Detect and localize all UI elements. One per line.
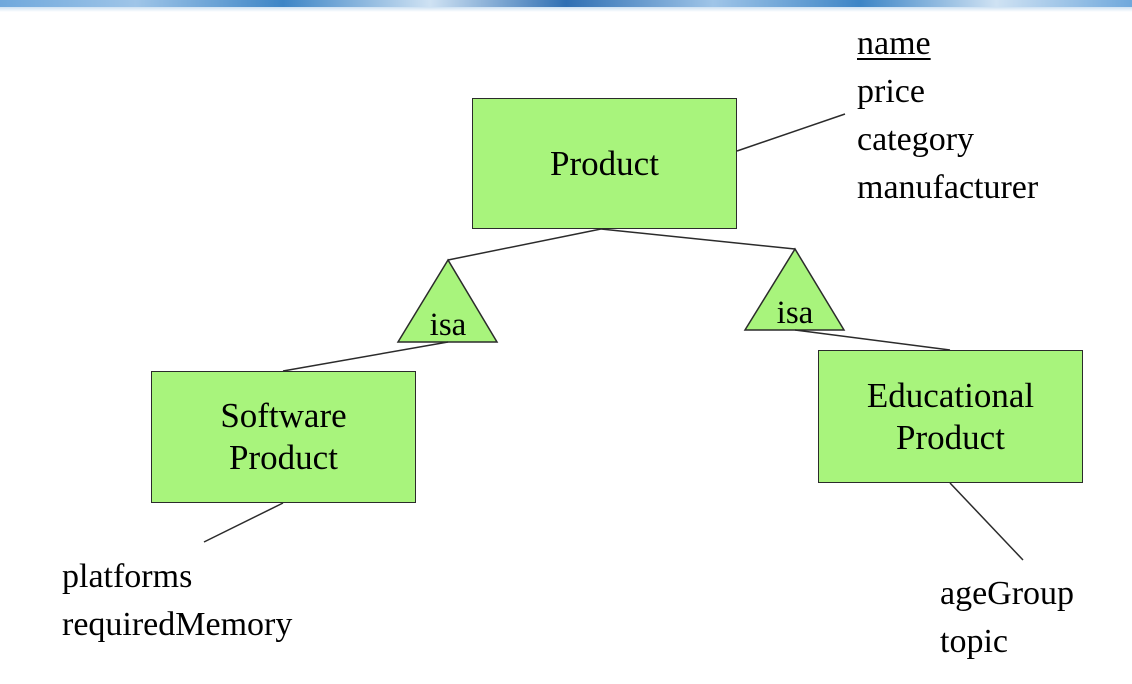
product-attribute: manufacturer: [857, 169, 1039, 206]
slide-top-banner-shadow: [0, 7, 1132, 12]
isa-software-label: isa: [429, 307, 467, 343]
product-to-isa-software-line: [447, 228, 602, 261]
product-attribute: category: [857, 121, 975, 158]
isa-educational-triangle: [743, 247, 846, 331]
entity-software-product-label: Software Product: [220, 396, 347, 477]
product-attributes-connector: [736, 113, 846, 152]
software-product-attribute: requiredMemory: [62, 606, 293, 643]
software-product-attributes-connector: [203, 502, 284, 543]
slide-top-banner: [0, 0, 1132, 7]
isa-to-software-product-line: [282, 341, 449, 372]
isa-educational-label: isa: [776, 295, 814, 331]
product-to-isa-educational-line: [600, 228, 796, 250]
isa-to-educational-product-line: [794, 329, 951, 351]
entity-product-box: Product: [472, 98, 737, 229]
product-attribute-list: name price category manufacturer: [857, 20, 1038, 212]
software-product-attribute-list: platforms requiredMemory: [62, 553, 292, 649]
software-product-attribute: platforms: [62, 558, 193, 595]
educational-product-attribute: topic: [940, 623, 1008, 660]
entity-product-label: Product: [550, 143, 659, 183]
educational-product-attributes-connector: [949, 482, 1024, 561]
product-key-attribute: name: [857, 25, 931, 62]
educational-product-attribute-list: ageGroup topic: [940, 570, 1074, 666]
educational-product-attribute: ageGroup: [940, 575, 1075, 612]
entity-software-product-box: Software Product: [151, 371, 416, 503]
entity-educational-product-label: Educational Product: [866, 375, 1035, 457]
product-attribute: price: [857, 73, 925, 110]
entity-educational-product-box: Educational Product: [818, 350, 1083, 483]
